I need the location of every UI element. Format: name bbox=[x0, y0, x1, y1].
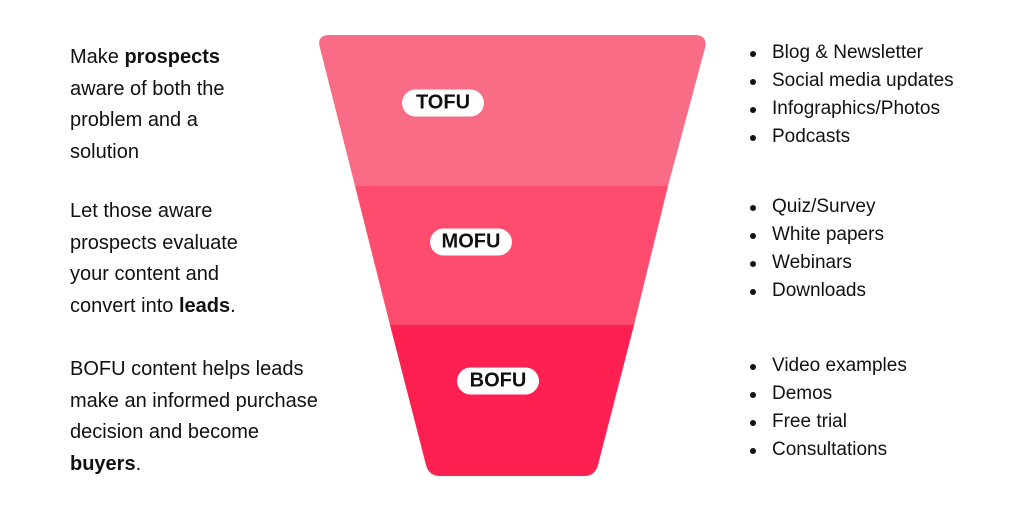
description-text: aware of both the problem and a solution bbox=[70, 77, 225, 163]
emphasis-text: prospects bbox=[124, 46, 221, 68]
bofu-description: BOFU content helps leads make an informe… bbox=[70, 354, 330, 480]
list-item: Podcasts bbox=[750, 123, 954, 151]
description-text: Make bbox=[70, 46, 125, 68]
list-item: Free trial bbox=[750, 408, 907, 436]
list-item: White papers bbox=[750, 221, 884, 249]
funnel-bofu-segment bbox=[390, 325, 634, 476]
emphasis-text: leads bbox=[178, 294, 231, 317]
description-text: BOFU content helps leads make an informe… bbox=[70, 358, 318, 443]
list-item: Webinars bbox=[750, 249, 884, 277]
description-text: Let those aware prospects evaluate your … bbox=[70, 200, 238, 317]
list-item: Infographics/Photos bbox=[750, 95, 954, 123]
emphasis-text: buyers bbox=[70, 452, 136, 475]
description-text: . bbox=[230, 294, 236, 317]
bofu-label: BOFU bbox=[457, 367, 539, 395]
tofu-label: TOFU bbox=[402, 89, 484, 117]
description-text: . bbox=[135, 452, 142, 475]
funnel-tofu-segment bbox=[319, 35, 706, 186]
funnel-mofu-segment bbox=[355, 186, 668, 325]
list-item: Downloads bbox=[750, 277, 884, 305]
mofu-description: Let those aware prospects evaluate your … bbox=[70, 196, 280, 322]
tofu-description: Make prospects aware of both the problem… bbox=[70, 42, 270, 168]
list-item: Quiz/Survey bbox=[750, 193, 884, 221]
list-item: Consultations bbox=[750, 436, 907, 464]
list-item: Social media updates bbox=[750, 67, 954, 95]
list-item: Blog & Newsletter bbox=[750, 39, 954, 67]
list-item: Demos bbox=[750, 380, 907, 408]
list-item: Video examples bbox=[750, 352, 907, 380]
mofu-label: MOFU bbox=[430, 228, 512, 256]
